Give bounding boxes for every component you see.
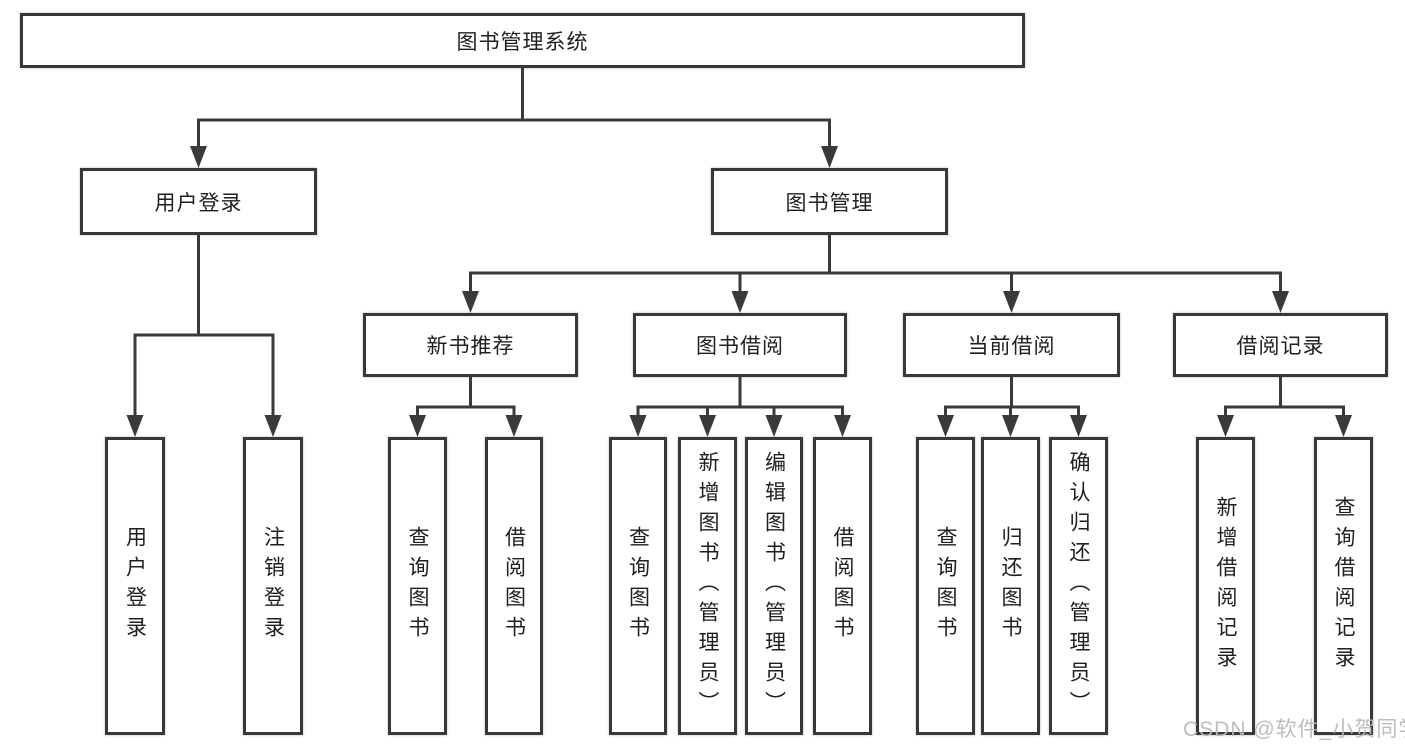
- leaf-user-login: 用户登录: [105, 437, 165, 735]
- leaf-borrow-borrow: 借阅图书: [813, 437, 872, 735]
- leaf-logout-label: 注销登录: [261, 526, 285, 646]
- leaf-newbooks-borrow: 借阅图书: [485, 437, 543, 735]
- leaf-current-return-label: 归还图书: [999, 526, 1022, 646]
- leaf-borrow-edit: 编辑图书（管理员）: [745, 437, 803, 735]
- node-borrow-records: 借阅记录: [1173, 313, 1388, 377]
- node-current-borrow-label: 当前借阅: [967, 335, 1056, 358]
- node-current-borrow: 当前借阅: [903, 313, 1120, 377]
- leaf-borrow-edit-label: 编辑图书（管理员）: [762, 451, 786, 721]
- leaf-current-confirm: 确认归还（管理员）: [1049, 437, 1108, 735]
- leaf-records-add: 新增借阅记录: [1196, 437, 1255, 735]
- node-root: 图书管理系统: [20, 13, 1025, 68]
- leaf-borrow-add-label: 新增图书（管理员）: [696, 451, 719, 721]
- leaf-current-query-label: 查询图书: [934, 526, 957, 646]
- node-root-label: 图书管理系统: [456, 30, 589, 54]
- node-book-borrow-label: 图书借阅: [696, 335, 784, 358]
- node-book-mgmt-label: 图书管理: [785, 191, 874, 215]
- node-user-login: 用户登录: [80, 168, 317, 235]
- leaf-current-confirm-label: 确认归还（管理员）: [1067, 451, 1090, 721]
- csdn-watermark: CSDN @软件_小贺同学: [1183, 718, 1405, 741]
- node-book-mgmt: 图书管理: [711, 168, 948, 235]
- node-book-borrow: 图书借阅: [633, 313, 847, 377]
- leaf-borrow-query: 查询图书: [609, 437, 667, 735]
- leaf-logout: 注销登录: [243, 437, 303, 735]
- leaf-records-query-label: 查询借阅记录: [1332, 496, 1355, 676]
- leaf-user-login-label: 用户登录: [123, 526, 147, 646]
- leaf-newbooks-query: 查询图书: [388, 437, 447, 735]
- node-new-books-label: 新书推荐: [426, 335, 515, 358]
- node-new-books: 新书推荐: [363, 313, 578, 377]
- leaf-records-query: 查询借阅记录: [1314, 437, 1373, 735]
- node-user-login-label: 用户登录: [154, 191, 243, 215]
- leaf-newbooks-query-label: 查询图书: [406, 526, 429, 646]
- leaf-borrow-add: 新增图书（管理员）: [678, 437, 737, 735]
- leaf-current-query: 查询图书: [916, 437, 975, 735]
- leaf-borrow-query-label: 查询图书: [626, 526, 650, 646]
- leaf-current-return: 归还图书: [981, 437, 1040, 735]
- leaf-borrow-borrow-label: 借阅图书: [831, 526, 854, 646]
- leaf-records-add-label: 新增借阅记录: [1214, 496, 1237, 676]
- node-borrow-records-label: 借阅记录: [1236, 335, 1325, 358]
- leaf-newbooks-borrow-label: 借阅图书: [502, 526, 526, 646]
